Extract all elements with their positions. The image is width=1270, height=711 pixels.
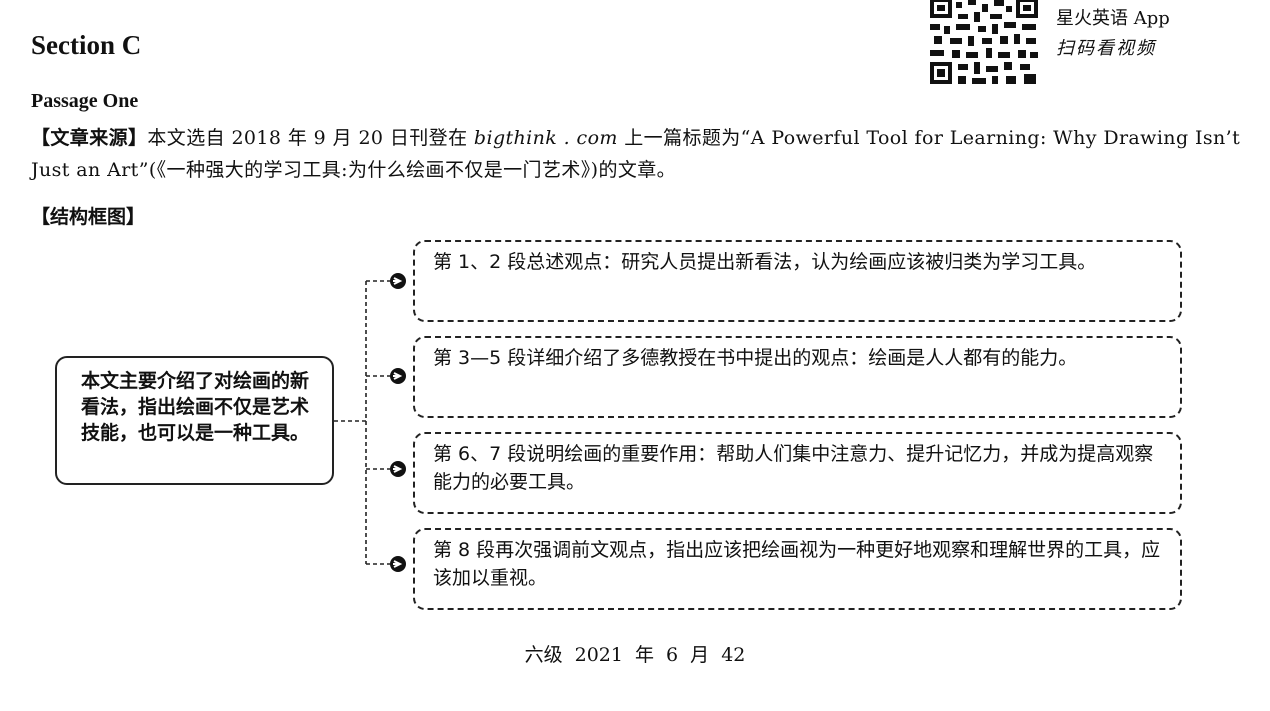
point-text: 第 3—5 段详细介绍了多德教授在书中提出的观点：绘画是人人都有的能力。 (433, 347, 1078, 369)
qr-code-icon[interactable] (928, 0, 1040, 86)
point-box-1: 第 1、2 段总述观点：研究人员提出新看法，认为绘画应该被归类为学习工具。 (413, 240, 1182, 322)
article-source: 【文章来源】本文选自 2018 年 9 月 20 日刊登在 bigthink .… (31, 122, 1241, 186)
point-text: 第 6、7 段说明绘画的重要作用：帮助人们集中注意力、提升记忆力，并成为提高观察… (433, 443, 1154, 493)
arrow-circle-icon (390, 273, 406, 289)
point-box-4: 第 8 段再次强调前文观点，指出应该把绘画视为一种更好地观察和理解世界的工具，应… (413, 528, 1182, 610)
passage-title: Passage One (31, 90, 139, 112)
app-tagline: 扫码看视频 (1056, 38, 1156, 59)
arrow-circle-icon (390, 461, 406, 477)
main-idea-box: 本文主要介绍了对绘画的新看法，指出绘画不仅是艺术技能，也可以是一种工具。 (55, 356, 334, 485)
structure-heading: 【结构框图】 (31, 206, 146, 228)
point-text: 第 8 段再次强调前文观点，指出应该把绘画视为一种更好地观察和理解世界的工具，应… (433, 539, 1161, 589)
page-footer: 六级 2021 年 6 月 42 (524, 644, 746, 666)
section-title: Section C (31, 30, 142, 60)
source-text-pre: 本文选自 2018 年 9 月 20 日刊登在 (147, 127, 474, 149)
arrow-circle-icon (390, 368, 406, 384)
source-tag: 【文章来源】 (31, 127, 148, 149)
source-site: bigthink . com (473, 127, 618, 149)
arrow-circle-icon (390, 556, 406, 572)
main-idea-text: 本文主要介绍了对绘画的新看法，指出绘画不仅是艺术技能，也可以是一种工具。 (81, 370, 310, 444)
point-box-3: 第 6、7 段说明绘画的重要作用：帮助人们集中注意力、提升记忆力，并成为提高观察… (413, 432, 1182, 514)
point-text: 第 1、2 段总述观点：研究人员提出新看法，认为绘画应该被归类为学习工具。 (433, 251, 1097, 273)
source-text-post: 上一篇标题为“A Powerful Tool for Learning: Why… (31, 127, 1241, 181)
app-name: 星火英语 App (1056, 8, 1170, 29)
app-label: 星火英语 App 扫码看视频 (1056, 4, 1170, 64)
point-box-2: 第 3—5 段详细介绍了多德教授在书中提出的观点：绘画是人人都有的能力。 (413, 336, 1182, 418)
arrow-icons (390, 273, 406, 572)
